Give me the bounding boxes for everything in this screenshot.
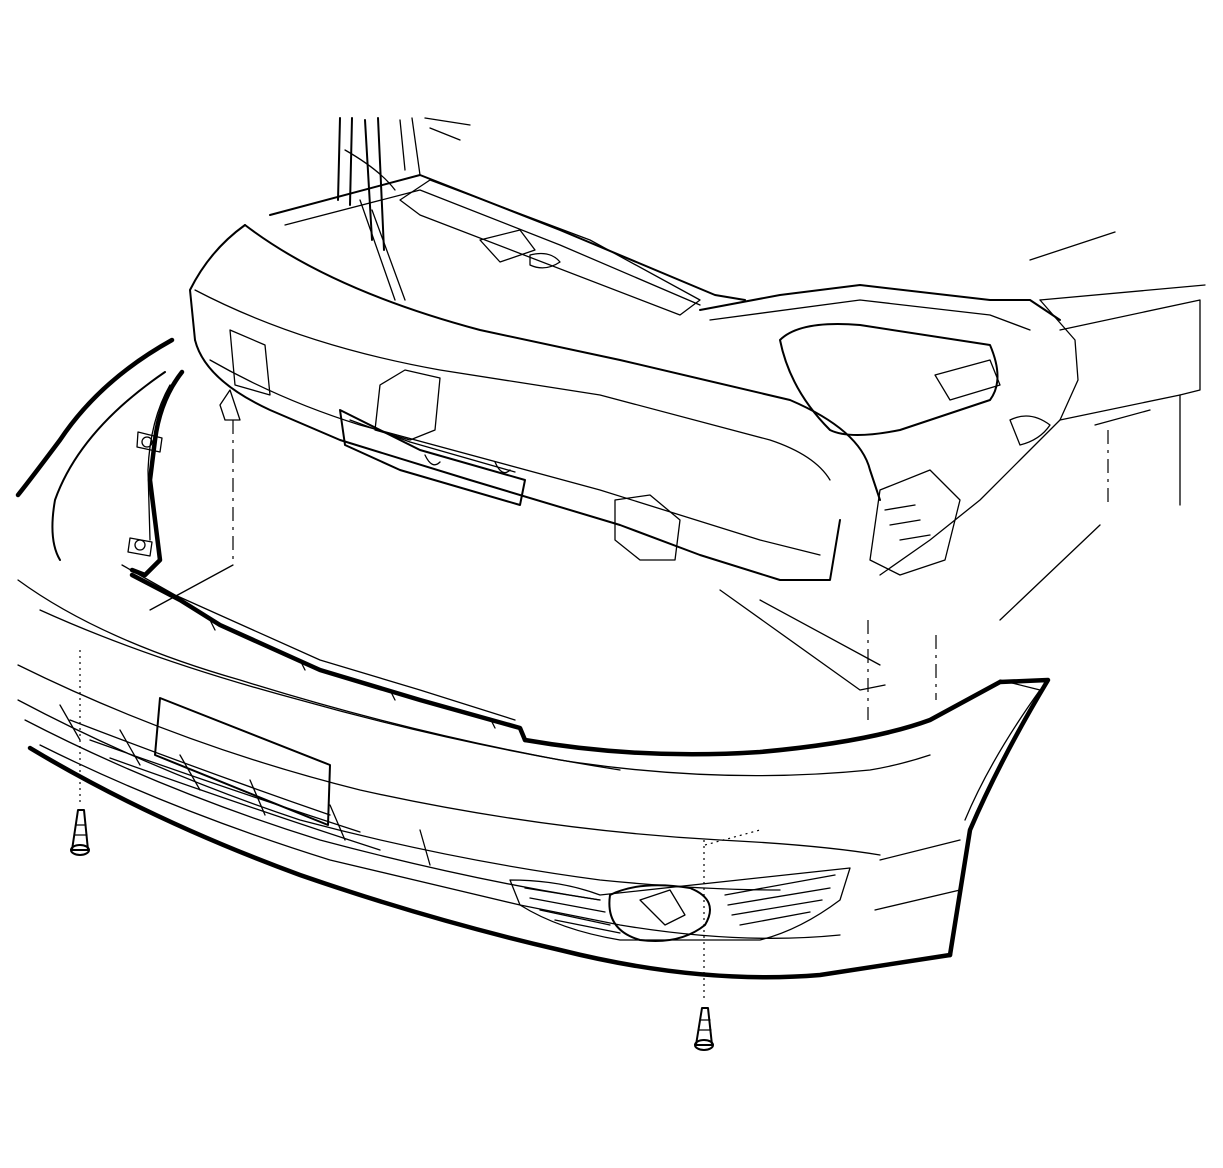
radiator-support-icon bbox=[269, 117, 1206, 576]
push-pin-fastener-icon bbox=[694, 1007, 714, 1051]
upper-retainer-icon bbox=[121, 564, 528, 743]
side-bracket-icon bbox=[127, 369, 185, 578]
push-pin-fastener-icon bbox=[70, 809, 90, 856]
bumper-fascia-icon bbox=[15, 337, 1051, 980]
impact-bar-icon bbox=[189, 224, 881, 581]
alignment-lines bbox=[79, 394, 1181, 1000]
